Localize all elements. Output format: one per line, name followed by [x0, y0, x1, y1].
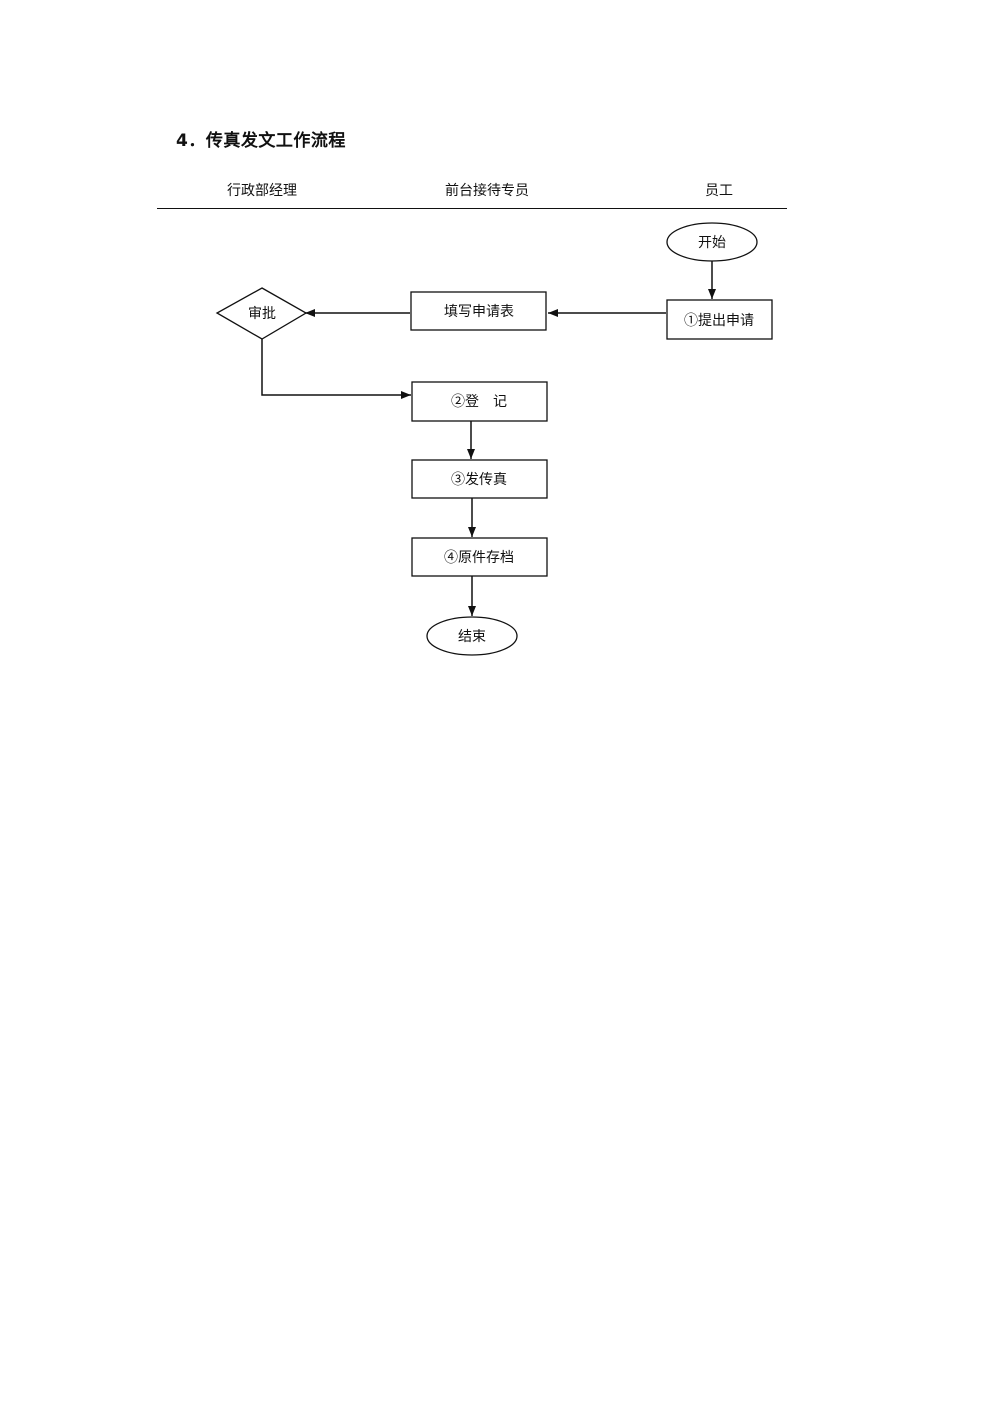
approve-label: 审批 — [248, 306, 276, 322]
lane-header-front-desk: 前台接待专员 — [445, 183, 529, 199]
start-node: 开始 — [666, 222, 758, 262]
submit-request-node: ①提出申请 — [666, 299, 773, 340]
submit-request-label: ①提出申请 — [684, 313, 754, 329]
arrow-approve-to-register — [261, 339, 411, 399]
lane-header-admin-manager: 行政部经理 — [227, 183, 297, 199]
register-node: ②登 记 — [411, 381, 548, 422]
fill-form-label: 填写申请表 — [444, 304, 514, 320]
send-fax-node: ③发传真 — [411, 459, 548, 499]
archive-label: ④原件存档 — [444, 550, 514, 566]
archive-node: ④原件存档 — [411, 537, 548, 577]
fill-form-node: 填写申请表 — [410, 291, 547, 331]
end-node: 结束 — [426, 616, 518, 656]
lane-header-divider — [157, 208, 787, 209]
end-label: 结束 — [458, 629, 486, 645]
page-title: 4．传真发文工作流程 — [176, 131, 346, 151]
send-fax-label: ③发传真 — [451, 472, 507, 488]
lane-header-staff: 员工 — [705, 183, 733, 199]
approve-decision-node: 审批 — [215, 287, 308, 340]
register-label: ②登 记 — [451, 394, 507, 410]
start-label: 开始 — [698, 235, 726, 251]
